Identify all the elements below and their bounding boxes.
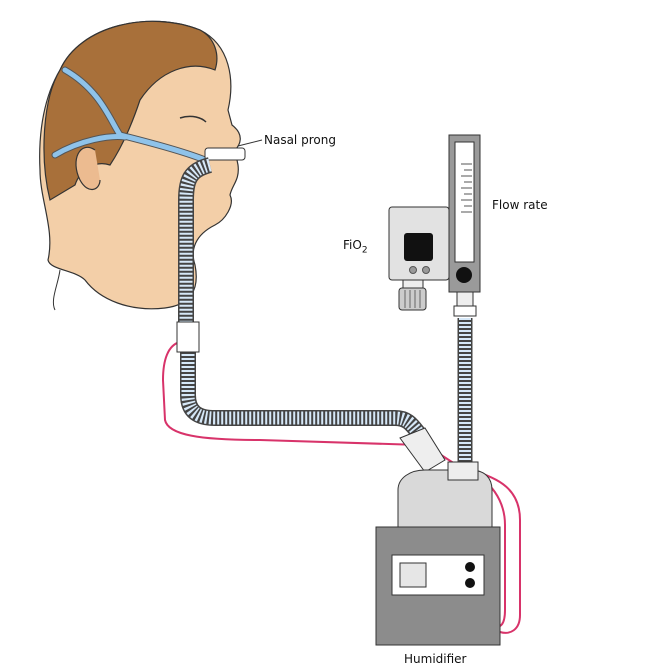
flow-knob <box>456 267 472 283</box>
headstrap <box>51 66 209 164</box>
nasal-prong <box>204 147 246 161</box>
fio2-display <box>404 233 433 261</box>
label-fio2-sub: 2 <box>361 245 368 256</box>
label-fio2: FiO2 <box>343 238 368 255</box>
elbow-connector <box>399 427 446 473</box>
label-flow-rate: Flow rate <box>492 198 548 212</box>
eye <box>179 115 207 123</box>
humidifier-display <box>399 562 427 588</box>
breathing-tube <box>178 157 473 470</box>
label-fio2-main: FiO <box>343 238 362 252</box>
ear <box>75 146 101 190</box>
humidifier-button <box>465 578 475 588</box>
patient-head <box>39 20 241 311</box>
nasal-prong-leader <box>237 139 263 147</box>
humidifier-button <box>465 562 475 572</box>
fio2-knob <box>398 287 427 311</box>
tube-connector <box>176 321 200 353</box>
humidifier <box>375 526 501 646</box>
label-nasal-prong: Nasal prong <box>264 133 336 147</box>
fio2-blender <box>388 206 450 311</box>
label-humidifier: Humidifier <box>404 652 467 666</box>
flowmeter <box>448 134 481 317</box>
